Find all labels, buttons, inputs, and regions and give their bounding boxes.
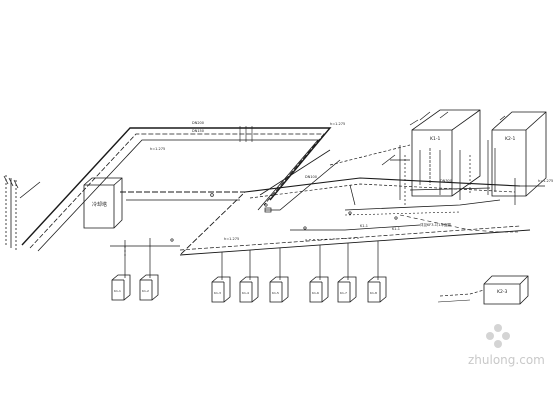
unit-box-4: K1-4 [239, 276, 259, 303]
pipe-label-dn200: DN200 [192, 121, 204, 125]
pipe-label-dn100: DN100 [305, 175, 317, 179]
tank-piping [349, 111, 516, 206]
unit-label-5: K1-5 [272, 291, 279, 295]
pipe-label-dn300: DN300 [440, 179, 452, 183]
upper-header-pipes [21, 126, 332, 252]
middle-branch-pipes [120, 144, 545, 256]
right-unit-drops [221, 241, 379, 280]
watermark: zhulong.com [468, 324, 545, 367]
unit-box-7: K1-7 [337, 276, 357, 303]
unit-box-2: K1-2 [139, 274, 159, 301]
zhulong-flower-logo [486, 324, 510, 348]
unit-label-2: K1-2 [142, 289, 149, 293]
tank-k1: K1-1 [411, 109, 481, 197]
unit-label-6: K1-6 [312, 291, 319, 295]
elevation-label-4: h=1.275 [224, 237, 239, 241]
unit-box-5: K1-5 [269, 276, 289, 303]
unit-label-4: K1-4 [242, 291, 249, 295]
unit-label-1: K1-1 [114, 289, 121, 293]
left-risers [3, 175, 41, 250]
tank-k2: K2-1 [491, 111, 547, 197]
pipe-labels: DN200 DN150 DN100 DN300 h=1.275 h=1.275 … [150, 121, 553, 241]
unit-label-8: K1-8 [370, 291, 377, 295]
watermark-text: zhulong.com [468, 353, 545, 367]
branch-label-k1: K1-1 [360, 224, 368, 228]
pipe-note-label: 详见KF3-1/1平面图 [420, 222, 451, 227]
collector-box-label: 冷却塔 [92, 201, 107, 208]
pipe-label-dn150: DN150 [192, 129, 204, 133]
small-tank-label: K2-3 [497, 289, 507, 295]
tank-k1-label: K1-1 [430, 136, 440, 142]
tank-k2-label: K2-1 [505, 136, 515, 142]
unit-box-6: K1-6 [309, 276, 329, 303]
left-unit-drops [110, 238, 180, 278]
valve-marks [170, 193, 398, 242]
unit-box-1: K1-1 [111, 274, 131, 301]
unit-box-8: K1-8 [367, 276, 387, 303]
unit-box-3: K1-3 [211, 276, 231, 303]
branch-label-k1-b: K1-1 [392, 227, 400, 231]
unit-label-7: K1-7 [340, 291, 347, 295]
collector-box: 冷却塔 [83, 177, 123, 229]
elevation-label-3: h=1.275 [538, 179, 553, 183]
small-tank: K2-3 [437, 275, 529, 305]
elevation-label-1: h=1.275 [330, 122, 345, 126]
elevation-label-2: h=1.275 [150, 147, 165, 151]
unit-label-3: K1-3 [214, 291, 221, 295]
